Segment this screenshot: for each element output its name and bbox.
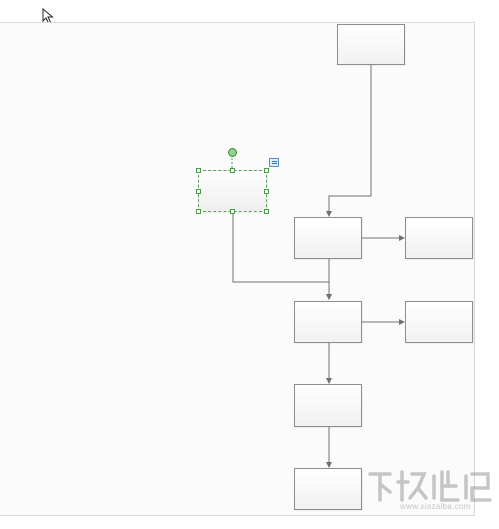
resize-handle-bottom-right[interactable] xyxy=(264,209,269,214)
resize-handle-bottom-left[interactable] xyxy=(196,209,201,214)
rotation-handle-icon[interactable] xyxy=(228,148,237,157)
drawing-canvas[interactable] xyxy=(0,22,475,516)
watermark-url: www.xiazaiba.com xyxy=(400,502,471,511)
resize-handle-middle-left[interactable] xyxy=(196,189,201,194)
process-shape-3[interactable] xyxy=(294,384,362,427)
process-shape-2[interactable] xyxy=(294,301,362,343)
top-process-shape[interactable] xyxy=(337,24,405,65)
floating-process-shape[interactable] xyxy=(198,170,267,212)
watermark-logo: www.xiazaiba.com xyxy=(362,462,497,524)
resize-handle-middle-right[interactable] xyxy=(264,189,269,194)
right-process-shape-2[interactable] xyxy=(405,301,473,343)
process-shape-4[interactable] xyxy=(294,468,362,510)
resize-handle-bottom-center[interactable] xyxy=(230,209,235,214)
context-menu-icon[interactable] xyxy=(269,158,279,167)
right-process-shape-1[interactable] xyxy=(405,217,473,259)
resize-handle-top-center[interactable] xyxy=(230,168,235,173)
resize-handle-top-left[interactable] xyxy=(196,168,201,173)
resize-handle-top-right[interactable] xyxy=(264,168,269,173)
process-shape-1[interactable] xyxy=(294,217,362,259)
